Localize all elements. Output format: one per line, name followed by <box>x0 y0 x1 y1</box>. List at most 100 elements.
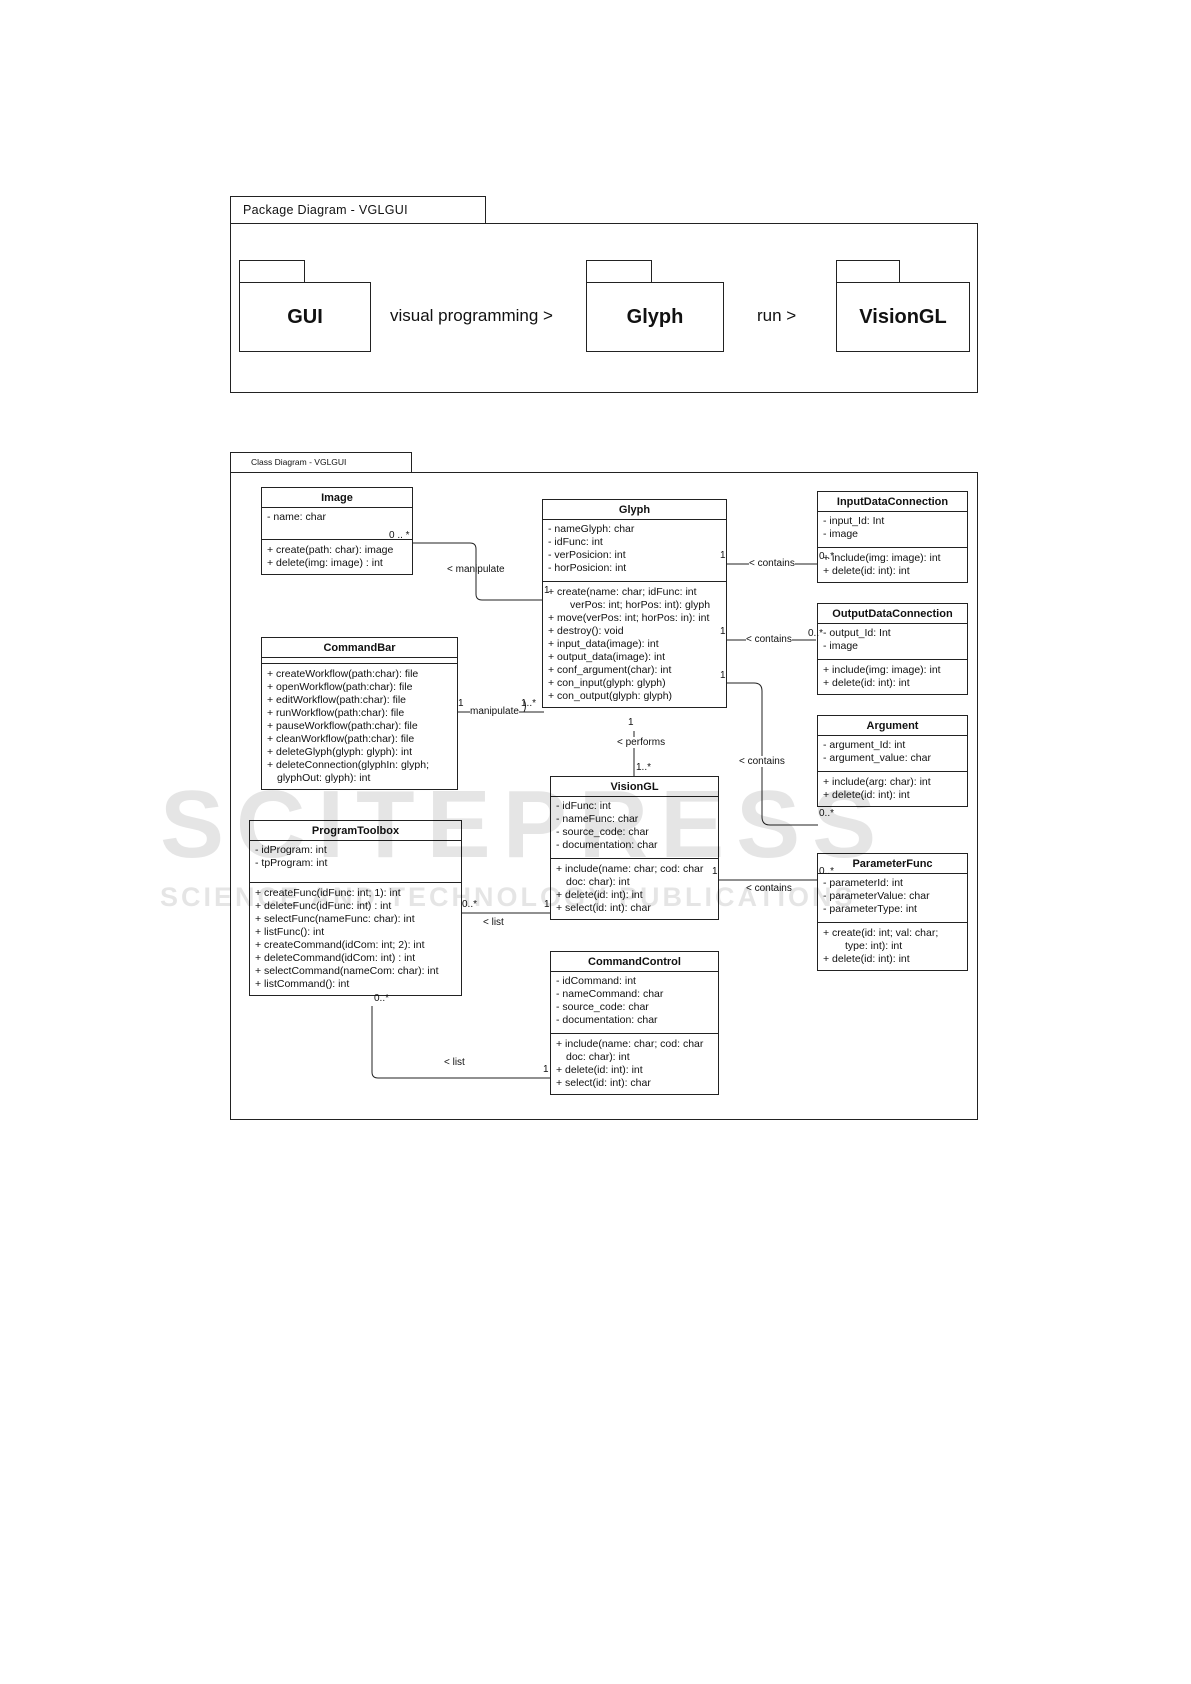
multiplicity: 0..* <box>819 866 835 877</box>
class-attribute: - argument_value: char <box>823 752 931 764</box>
class-operation: + con_output(glyph: glyph) <box>548 690 673 702</box>
multiplicity: 0..* <box>819 808 835 819</box>
class-attribute: - nameGlyph: char <box>548 523 635 535</box>
multiplicity: 1 <box>720 670 726 681</box>
class-attribute: - verPosicion: int <box>548 549 626 561</box>
class-operation: + delete(img: image) : int <box>267 557 383 569</box>
association-label: < contains <box>746 883 792 894</box>
class-attribute: - idFunc: int <box>548 536 603 548</box>
class-command-bar-name: CommandBar <box>262 638 457 658</box>
multiplicity: 1 <box>543 1064 549 1075</box>
class-operation: + destroy(): void <box>548 625 624 637</box>
multiplicity: 1..* <box>521 698 537 709</box>
class-attribute: - name: char <box>267 511 326 523</box>
package-diagram-title-tab: Package Diagram - VGLGUI <box>230 196 486 224</box>
class-image: Image - name: char + create(path: char):… <box>261 487 413 575</box>
multiplicity: 1 <box>712 866 718 877</box>
class-operation: + con_input(glyph: glyph) <box>548 677 666 689</box>
class-operation: + move(verPos: int; horPos: in): int <box>548 612 710 624</box>
class-operation: + delete(id: int): int <box>823 789 910 801</box>
class-attribute: - documentation: char <box>556 839 658 851</box>
class-attribute: - idProgram: int <box>255 844 327 856</box>
class-operation: + deleteGlyph(glyph: glyph): int <box>267 746 413 758</box>
class-operation: + deleteFunc(idFunc: int) : int <box>255 900 392 912</box>
glyph-package: Glyph <box>586 282 724 352</box>
class-operation: + delete(id: int): int <box>556 1064 643 1076</box>
class-diagram-title-tab: Class Diagram - VGLGUI <box>230 452 412 473</box>
class-program-toolbox-name: ProgramToolbox <box>250 821 461 841</box>
class-diagram-title: Class Diagram - VGLGUI <box>251 457 347 467</box>
class-operation: + runWorkflow(path:char): file <box>267 707 405 719</box>
class-attribute: - tpProgram: int <box>255 857 328 869</box>
class-operation: + deleteCommand(idCom: int) : int <box>255 952 416 964</box>
class-vision-gl: VisionGL - idFunc: int - nameFunc: char … <box>550 776 719 920</box>
glyph-package-tab <box>586 260 652 283</box>
class-vision-gl-name: VisionGL <box>551 777 718 797</box>
multiplicity: 0 .. * <box>389 530 410 541</box>
class-operation: + createCommand(idCom: int; 2): int <box>255 939 425 951</box>
class-attribute: - input_Id: Int <box>823 515 885 527</box>
class-command-control-name: CommandControl <box>551 952 718 972</box>
association-label: < contains <box>739 756 785 767</box>
class-parameter-func-name: ParameterFunc <box>818 854 967 874</box>
multiplicity: 1 <box>720 626 726 637</box>
class-operation: + selectCommand(nameCom: char): int <box>255 965 439 977</box>
multiplicity: 1 <box>544 899 550 910</box>
class-parameter-func: ParameterFunc - parameterId: int - param… <box>817 853 968 971</box>
class-attribute: - idFunc: int <box>556 800 611 812</box>
class-operation: + select(id: int): char <box>556 902 651 914</box>
class-operation: type: int): int <box>845 940 903 952</box>
class-operation: + create(path: char): image <box>267 544 394 556</box>
visiongl-package-tab <box>836 260 900 283</box>
class-attribute: - horPosicion: int <box>548 562 627 574</box>
multiplicity: 1 <box>458 698 464 709</box>
class-input-data-connection: InputDataConnection - input_Id: Int - im… <box>817 491 968 583</box>
class-attribute: - source_code: char <box>556 1001 649 1013</box>
class-operation: + output_data(image): int <box>548 651 666 663</box>
association-label: < performs <box>617 737 666 748</box>
class-output-data-connection-name: OutputDataConnection <box>818 604 967 624</box>
class-command-control: CommandControl - idCommand: int - nameCo… <box>550 951 719 1095</box>
class-program-toolbox: ProgramToolbox - idProgram: int - tpProg… <box>249 820 462 996</box>
class-attribute: - parameterId: int <box>823 877 903 889</box>
multiplicity: 1 <box>628 717 634 728</box>
class-operation: + delete(id: int): int <box>823 565 910 577</box>
class-attribute: - argument_Id: int <box>823 739 906 751</box>
class-operation: + openWorkflow(path:char): file <box>267 681 413 693</box>
class-operation: + create(name: char; idFunc: int <box>548 586 697 598</box>
class-operation: + createFunc(idFunc: int; 1): int <box>255 887 401 899</box>
class-attribute: - documentation: char <box>556 1014 658 1026</box>
multiplicity: 1..* <box>636 762 652 773</box>
class-input-data-connection-name: InputDataConnection <box>818 492 967 512</box>
association-label: < contains <box>746 634 792 645</box>
glyph-visiongl-relation-label: run > <box>757 306 797 325</box>
class-attribute: - image <box>823 528 859 540</box>
class-operation: + cleanWorkflow(path:char): file <box>267 733 415 745</box>
class-operation: + include(img: image): int <box>823 552 941 564</box>
class-operation: + createWorkflow(path:char): file <box>267 668 419 680</box>
class-operation: doc: char): int <box>566 876 630 888</box>
class-operation: + editWorkflow(path:char): file <box>267 694 406 706</box>
class-argument: Argument - argument_Id: int - argument_v… <box>817 715 968 807</box>
class-operation: verPos: int; horPos: int): glyph <box>570 599 711 611</box>
package-diagram-title: Package Diagram - VGLGUI <box>243 203 408 217</box>
class-command-bar-attribute-compartment <box>262 658 457 664</box>
gui-package-label: GUI <box>287 305 323 328</box>
class-operation: glyphOut: glyph): int <box>277 772 371 784</box>
gui-glyph-relation-label: visual programming > <box>390 306 553 325</box>
multiplicity: 0..* <box>462 899 478 910</box>
class-attribute: - idCommand: int <box>556 975 636 987</box>
gui-package: GUI <box>239 282 371 352</box>
association-label: manipulate <box>470 706 519 717</box>
class-operation: + delete(id: int): int <box>823 953 910 965</box>
class-operation: + delete(id: int): int <box>556 889 643 901</box>
class-operation: + include(name: char; cod: char <box>556 1038 704 1050</box>
class-operation: + delete(id: int): int <box>823 677 910 689</box>
class-operation: + pauseWorkflow(path:char): file <box>267 720 418 732</box>
class-operation: + create(id: int; val: char; <box>823 927 939 939</box>
class-operation: + include(arg: char): int <box>823 776 931 788</box>
multiplicity: 1 <box>720 550 726 561</box>
class-operation: + listCommand(): int <box>255 978 350 990</box>
class-output-data-connection: OutputDataConnection - output_Id: Int - … <box>817 603 968 695</box>
